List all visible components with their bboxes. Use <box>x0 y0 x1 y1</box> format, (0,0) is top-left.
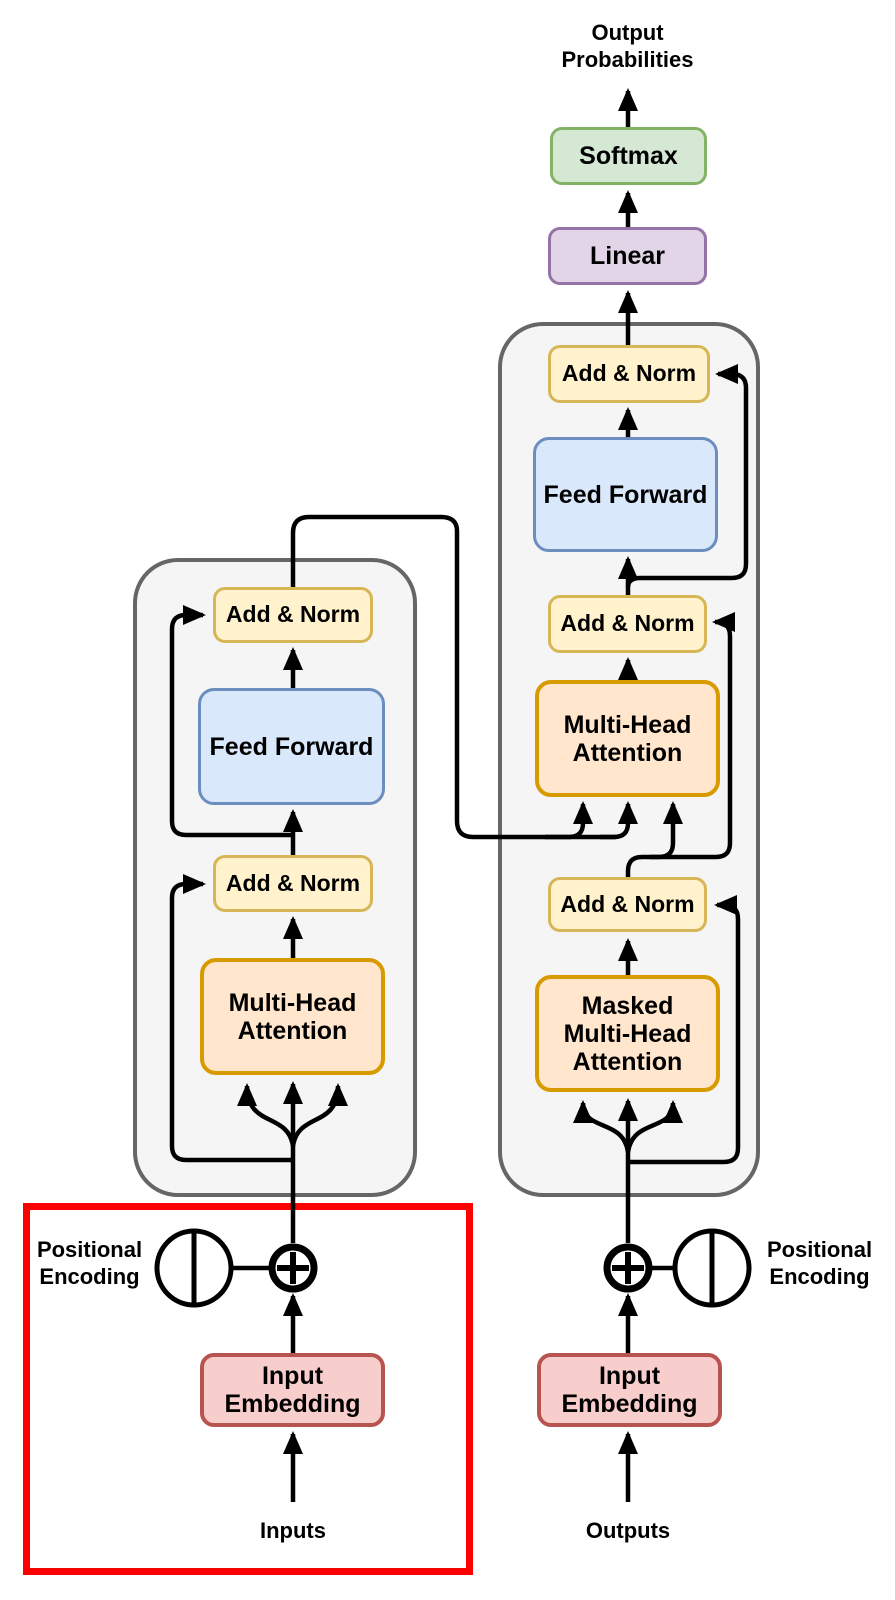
input-embedding-right: Input Embedding <box>537 1353 722 1427</box>
positional-encoding-label-left: Positional Encoding <box>36 1237 143 1289</box>
encoder-add-norm-top: Add & Norm <box>213 587 373 643</box>
positional-encoding-icon-right <box>650 1228 752 1308</box>
input-section-highlight-box <box>23 1203 473 1575</box>
output-probabilities-label: Output Probabilities <box>561 20 694 72</box>
decoder-add-norm-top: Add & Norm <box>548 345 710 403</box>
outputs-label: Outputs <box>585 1518 671 1543</box>
input-embedding-left: Input Embedding <box>200 1353 385 1427</box>
encoder-feed-forward: Feed Forward <box>198 688 385 805</box>
decoder-feed-forward: Feed Forward <box>533 437 718 552</box>
encoder-multi-head-attention: Multi-Head Attention <box>200 958 385 1075</box>
positional-encoding-label-right: Positional Encoding <box>766 1237 873 1289</box>
decoder-multi-head-attention: Multi-Head Attention <box>535 680 720 797</box>
decoder-add-norm-bottom: Add & Norm <box>548 877 707 932</box>
softmax-block: Softmax <box>550 127 707 185</box>
encoder-add-norm-bottom: Add & Norm <box>213 855 373 912</box>
decoder-add-norm-middle: Add & Norm <box>548 595 707 653</box>
linear-block: Linear <box>548 227 707 285</box>
inputs-label: Inputs <box>260 1518 326 1543</box>
plus-circle-icon-right <box>603 1243 653 1293</box>
decoder-masked-multi-head-attention: Masked Multi-Head Attention <box>535 975 720 1092</box>
